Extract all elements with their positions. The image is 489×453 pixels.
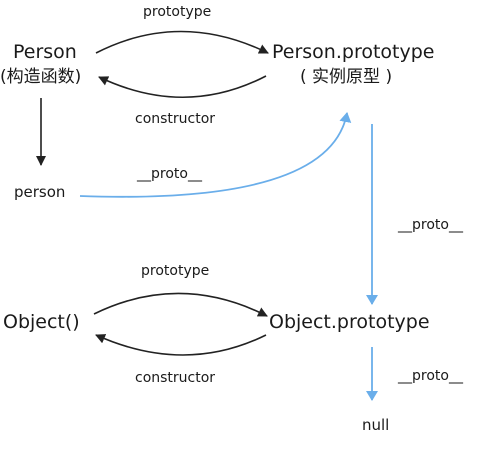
object-constructor-name: Object() [3,311,80,333]
person-prototype-subtitle: ( 实例原型 ) [300,67,393,87]
object-prototype-arrow [93,292,268,317]
object-constructor-label: constructor [135,370,216,386]
person-instance-proto-label: __proto__ [137,166,202,182]
person-instance-proto-arrow [79,112,352,198]
person-prototype-arrow [95,30,269,54]
person-constructor-name: Person [13,41,77,63]
person-prototype-label: prototype [143,4,212,20]
object-prototype-name: Object.prototype [269,311,430,333]
object-proto-proto-label: __proto__ [398,368,463,384]
person-proto-proto-label: __proto__ [398,217,463,233]
person-constructor-label: constructor [135,111,216,127]
person-prototype-name: Person.prototype [272,41,435,63]
object-constructor-arrow [95,334,267,356]
null-node: null [362,416,390,434]
person-constructor-subtitle: (构造函数) [0,67,82,87]
person-instance-name: person [14,183,66,201]
person-constructor-arrow [98,75,267,99]
object-prototype-label: prototype [141,263,210,279]
